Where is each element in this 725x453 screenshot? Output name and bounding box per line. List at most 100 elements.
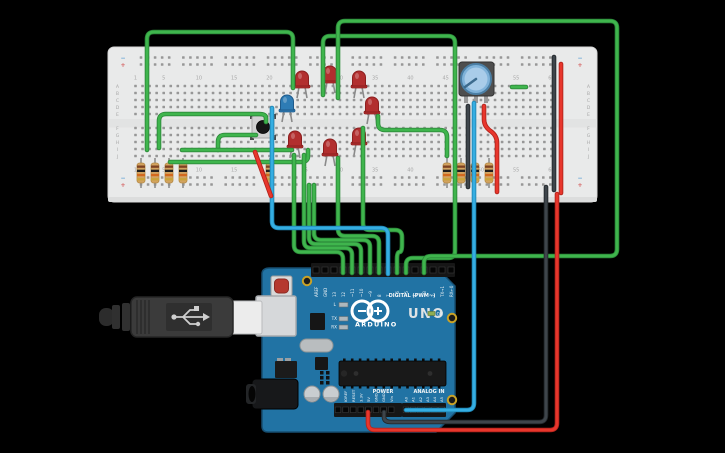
led-red[interactable] (321, 65, 339, 94)
capacitor (322, 385, 340, 403)
svg-text:A: A (116, 84, 120, 90)
svg-text:ANALOG IN: ANALOG IN (413, 389, 444, 395)
svg-text:15: 15 (231, 76, 237, 82)
resistor[interactable] (178, 158, 188, 188)
svg-text:I: I (117, 147, 118, 153)
svg-text:~10: ~10 (359, 288, 364, 297)
svg-text:5V: 5V (366, 397, 371, 402)
svg-text:F: F (116, 126, 119, 132)
svg-text:+: + (577, 182, 582, 189)
led-red[interactable] (321, 138, 339, 167)
svg-text:A5: A5 (439, 396, 444, 402)
svg-text:UNO: UNO (408, 307, 445, 322)
svg-text:Vin: Vin (389, 395, 394, 402)
resistor[interactable] (456, 158, 466, 188)
led-red[interactable] (363, 96, 381, 125)
svg-text:J: J (116, 154, 118, 160)
svg-text:−: − (577, 175, 582, 182)
svg-text:B: B (116, 91, 119, 97)
wire-green-11[interactable] (306, 182, 364, 276)
svg-text:35: 35 (372, 76, 378, 82)
crystal (299, 338, 334, 353)
svg-text:~11: ~11 (350, 288, 355, 297)
svg-text:ARDUINO: ARDUINO (355, 321, 398, 329)
wire-green-3[interactable] (335, 18, 620, 276)
usb-cable[interactable] (99, 296, 263, 338)
svg-text:1: 1 (134, 168, 137, 174)
wire-black-23[interactable] (381, 184, 549, 425)
reset-button[interactable] (270, 275, 293, 297)
svg-text:G: G (587, 133, 591, 139)
svg-text:POWER: POWER (373, 389, 394, 395)
svg-text:L: L (333, 302, 336, 308)
wire-red-19[interactable] (481, 103, 500, 195)
wire-green-4[interactable] (156, 111, 269, 151)
wire-red-20[interactable] (365, 191, 560, 433)
svg-text:20: 20 (266, 76, 272, 82)
microcontroller (338, 358, 447, 389)
svg-text:I: I (588, 147, 589, 153)
wire-green-9[interactable] (291, 152, 346, 276)
svg-text:ON: ON (437, 312, 443, 317)
power-jack (246, 378, 299, 410)
svg-text:D: D (587, 105, 591, 111)
svg-text:A3: A3 (425, 396, 430, 402)
resistor[interactable] (136, 158, 146, 188)
wire-green-13[interactable] (335, 155, 382, 276)
svg-text:1: 1 (134, 76, 137, 82)
svg-text:5: 5 (162, 76, 165, 82)
svg-text:8: 8 (377, 294, 382, 297)
svg-text:J: J (587, 154, 589, 160)
svg-text:RX←0: RX←0 (449, 285, 454, 297)
wires (144, 18, 620, 433)
svg-text:+: + (120, 62, 125, 69)
wire-green-10[interactable] (301, 152, 355, 276)
led-blue[interactable] (278, 94, 296, 123)
svg-text:B: B (587, 91, 590, 97)
svg-text:A: A (587, 84, 591, 90)
status-leds: L TX RX (331, 302, 349, 330)
svg-text:C: C (116, 98, 119, 104)
svg-text:55: 55 (513, 168, 519, 174)
svg-text:TX: TX (331, 316, 338, 321)
svg-text:3.3V: 3.3V (358, 393, 363, 402)
svg-text:AREF: AREF (314, 286, 319, 297)
digital-headers[interactable] (311, 263, 455, 277)
svg-text:GND: GND (323, 288, 328, 297)
svg-text:E: E (116, 112, 119, 118)
resistor[interactable] (150, 158, 160, 188)
led-red[interactable] (350, 70, 368, 99)
svg-text:35: 35 (372, 168, 378, 174)
potentiometer[interactable] (458, 61, 495, 103)
wire-green-5[interactable] (215, 132, 259, 153)
svg-text:13: 13 (332, 291, 337, 297)
wire-green-1[interactable] (144, 29, 296, 153)
svg-text:E: E (587, 112, 590, 118)
wire-green-2[interactable] (320, 33, 458, 276)
mounting-hole (446, 394, 458, 406)
svg-text:RESET: RESET (351, 389, 356, 402)
led-red[interactable] (286, 130, 304, 159)
svg-text:~5: ~5 (404, 291, 409, 297)
resistor[interactable] (484, 158, 494, 188)
svg-text:−: − (120, 55, 125, 62)
voltage-regulator (275, 358, 297, 378)
svg-text:IOREF: IOREF (343, 391, 348, 402)
wire-blue-16[interactable] (269, 105, 391, 277)
svg-text:55: 55 (513, 76, 519, 82)
wire-red-18[interactable] (252, 149, 274, 199)
wire-green-15[interactable] (375, 113, 450, 159)
resistor[interactable] (442, 158, 452, 188)
svg-text:C: C (587, 98, 590, 104)
arduino-logo (350, 299, 390, 323)
wire-blue-17[interactable] (403, 100, 477, 413)
svg-text:A0: A0 (404, 396, 409, 402)
svg-text:7: 7 (386, 294, 391, 297)
svg-text:+: + (120, 182, 125, 189)
svg-text:15: 15 (231, 168, 237, 174)
wire-green-12[interactable] (311, 182, 373, 276)
svg-text:RX: RX (331, 325, 337, 330)
